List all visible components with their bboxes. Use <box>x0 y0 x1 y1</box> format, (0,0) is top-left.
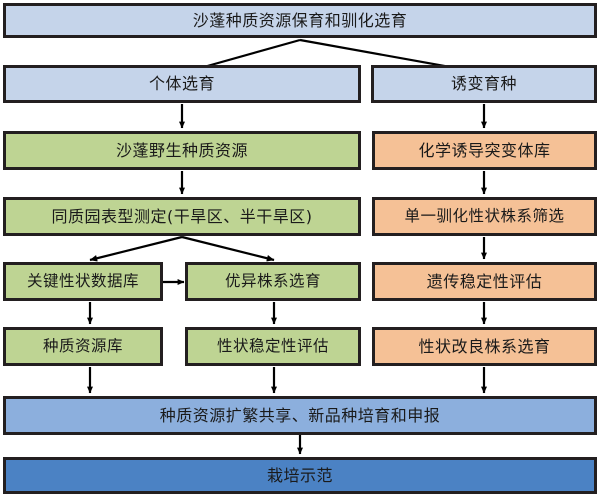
node-propagation-sharing-new-variety[interactable]: 种质资源扩繁共享、新品种培育和申报 <box>3 396 597 435</box>
node-common-garden-phenotyping[interactable]: 同质园表型测定(干旱区、半干旱区) <box>3 197 361 236</box>
node-chemical-mutant-library[interactable]: 化学诱导突变体库 <box>372 131 597 170</box>
node-trait-stability-assessment[interactable]: 性状稳定性评估 <box>185 327 361 366</box>
node-elite-line-selection[interactable]: 优异株系选育 <box>185 262 361 301</box>
node-germplasm-resource-bank[interactable]: 种质资源库 <box>3 327 163 366</box>
node-branch-mutation-breeding[interactable]: 诱变育种 <box>371 65 597 103</box>
node-improved-line-selection[interactable]: 性状改良株系选育 <box>372 327 597 366</box>
node-wild-germplasm-resources[interactable]: 沙蓬野生种质资源 <box>3 131 361 170</box>
node-genetic-stability-assessment[interactable]: 遗传稳定性评估 <box>372 262 597 301</box>
node-cultivation-demonstration[interactable]: 栽培示范 <box>3 457 597 494</box>
node-root-title[interactable]: 沙蓬种质资源保育和驯化选育 <box>3 3 597 38</box>
node-key-trait-database[interactable]: 关键性状数据库 <box>3 262 163 301</box>
node-single-trait-line-screening[interactable]: 单一驯化性状株系筛选 <box>372 197 597 236</box>
node-branch-individual-selection[interactable]: 个体选育 <box>3 65 361 103</box>
